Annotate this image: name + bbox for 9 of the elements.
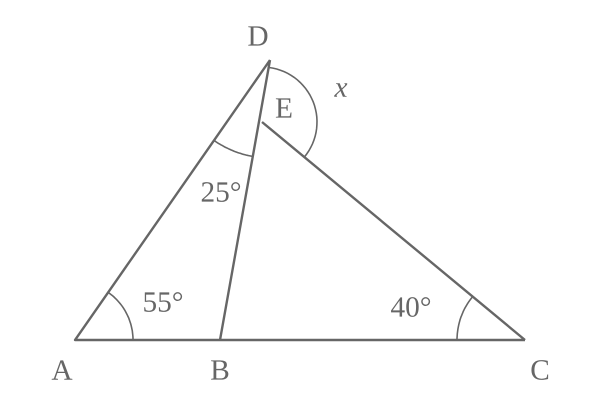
point-label: x <box>334 83 348 97</box>
point-label: 25° <box>202 182 240 202</box>
point-label: E <box>276 98 292 118</box>
point-label: A <box>52 360 72 380</box>
point-label: B <box>211 360 228 380</box>
point-label: 40° <box>391 297 430 317</box>
point-label: C <box>531 360 548 380</box>
point-label: D <box>248 26 268 46</box>
point-label: 55° <box>144 292 182 312</box>
